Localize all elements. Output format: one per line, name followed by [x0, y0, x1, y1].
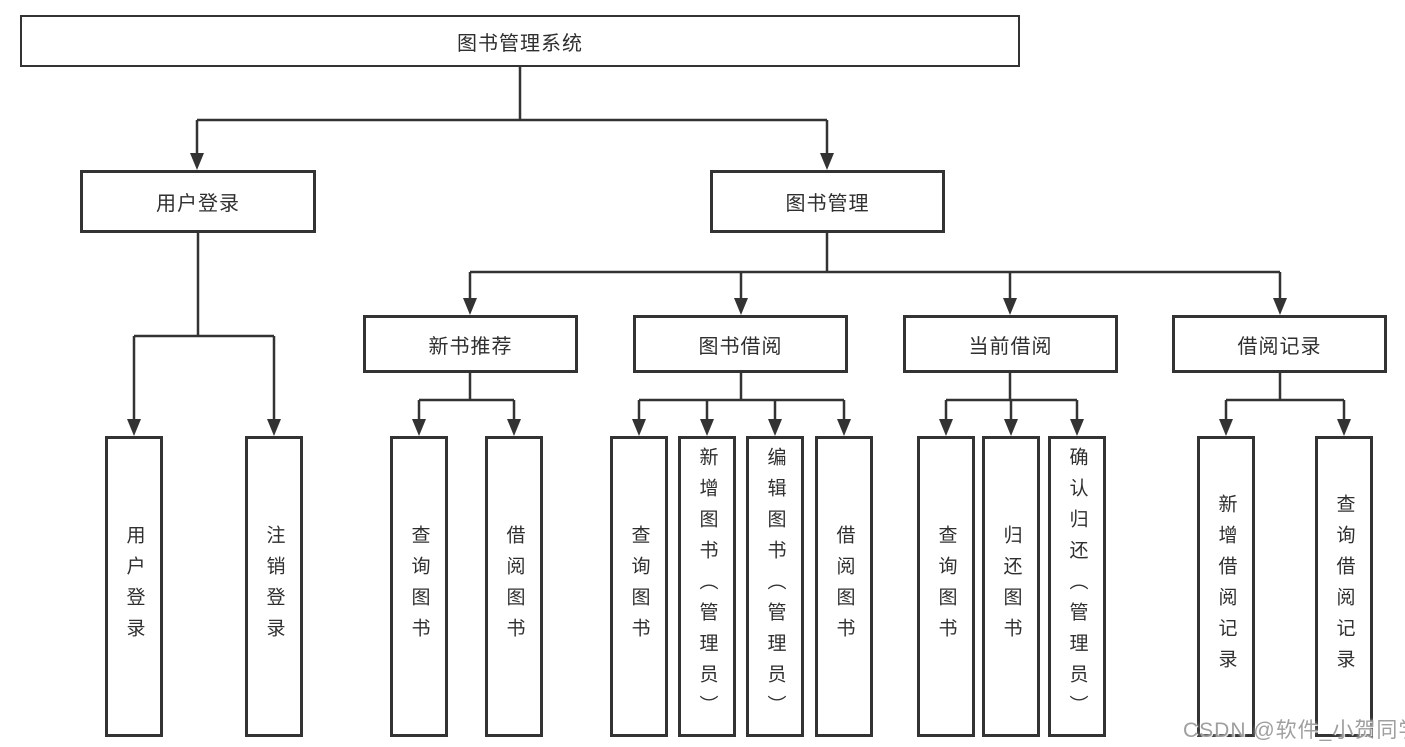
- leaf-return-books: 归还图书: [982, 436, 1040, 737]
- leaf-query-borrow-record: 查询借阅记录: [1315, 436, 1373, 737]
- node-library-management-system: 图书管理系统: [20, 15, 1020, 67]
- leaf-query-books-borrow: 查询图书: [610, 436, 668, 737]
- node-user-login: 用户登录: [80, 170, 316, 233]
- leaf-user-login: 用户登录: [105, 436, 163, 737]
- leaf-add-book-admin: 新增图书（管理员）: [678, 436, 736, 737]
- node-book-borrow: 图书借阅: [633, 315, 848, 373]
- leaf-add-borrow-record: 新增借阅记录: [1197, 436, 1255, 737]
- leaf-borrow-books-recommend: 借阅图书: [485, 436, 543, 737]
- node-book-management: 图书管理: [710, 170, 945, 233]
- csdn-watermark: CSDN @软件_小贺同学: [1183, 719, 1405, 742]
- node-current-borrow: 当前借阅: [903, 315, 1118, 373]
- leaf-logout: 注销登录: [245, 436, 303, 737]
- leaf-query-books-current: 查询图书: [917, 436, 975, 737]
- leaf-confirm-return-admin: 确认归还（管理员）: [1048, 436, 1106, 737]
- node-borrow-records: 借阅记录: [1172, 315, 1387, 373]
- leaf-edit-book-admin: 编辑图书（管理员）: [746, 436, 804, 737]
- leaf-borrow-books: 借阅图书: [815, 436, 873, 737]
- leaf-query-books-recommend: 查询图书: [390, 436, 448, 737]
- node-new-book-recommend: 新书推荐: [363, 315, 578, 373]
